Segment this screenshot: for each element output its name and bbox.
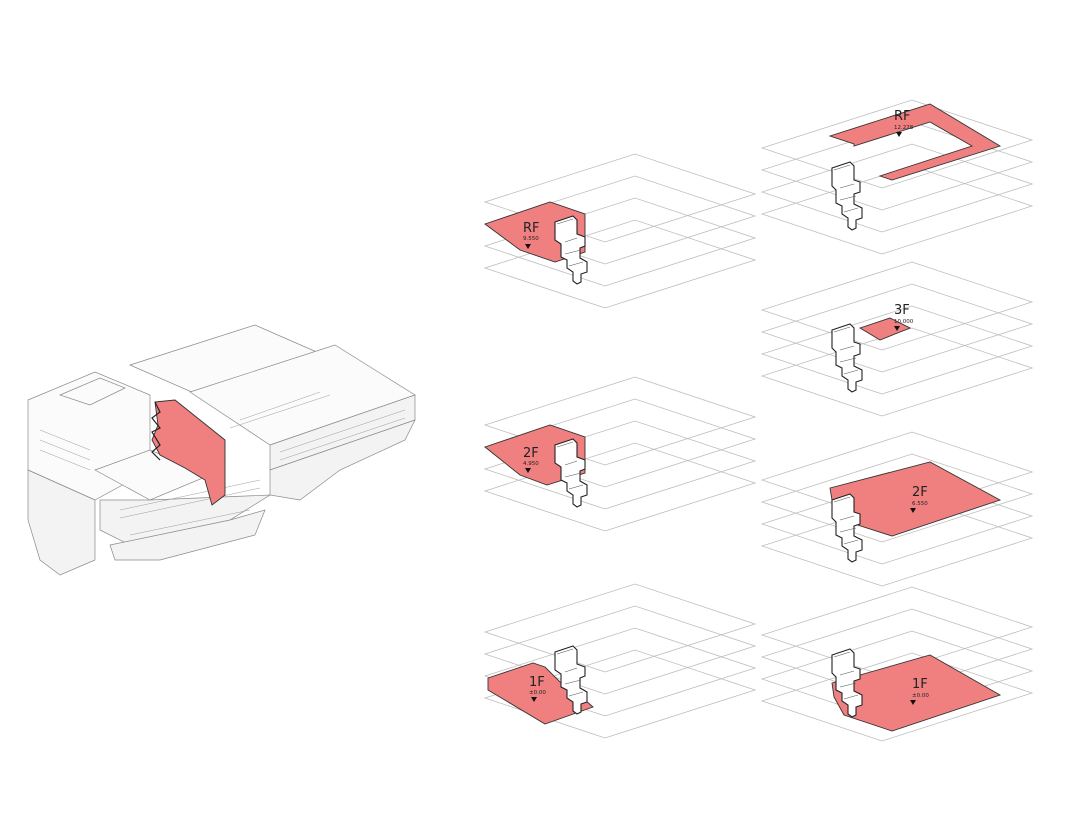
- floor-elevation-label: 12.228: [894, 125, 914, 131]
- panel-b-2f: 2F 6.550: [761, 431, 1033, 587]
- elevation-marker-icon: [531, 697, 537, 702]
- floor-elevation-label: 10.000: [894, 319, 914, 325]
- floor-level-label: 3F: [894, 303, 910, 318]
- vertical-core: [831, 323, 863, 393]
- floor-level-label: 1F: [529, 675, 545, 690]
- building-axonometric: [27, 324, 416, 576]
- highlighted-floor-plate: [858, 317, 912, 341]
- highlighted-floor-plate: [484, 201, 586, 263]
- floor-level-label: RF: [894, 109, 911, 124]
- building-left-roof-court: [59, 377, 126, 406]
- floor-level-label: RF: [523, 221, 540, 236]
- floor-elevation-label: ±0.00: [912, 693, 929, 699]
- elevation-marker-icon: [896, 132, 902, 137]
- section-cut-edge: [151, 401, 161, 461]
- elevation-marker-icon: [525, 468, 531, 473]
- panel-a-2f: 2F 4.950: [484, 376, 756, 532]
- vertical-core: [831, 161, 863, 231]
- floor-elevation-label: 4.950: [523, 461, 539, 467]
- floor-level-label: 2F: [912, 485, 928, 500]
- highlighted-floor-plate: [484, 424, 586, 486]
- floor-elevation-label: ±0.00: [529, 690, 546, 696]
- floor-elevation-label: 9.550: [523, 236, 539, 242]
- highlighted-floor-plate: [828, 103, 1002, 181]
- panel-b-1f: 1F ±0.00: [761, 586, 1033, 742]
- panel-b-3f: 3F 10.000: [761, 261, 1033, 417]
- floor-elevation-label: 6.550: [912, 501, 928, 507]
- panel-a-rf: RF 9.550: [484, 153, 756, 309]
- elevation-marker-icon: [525, 244, 531, 249]
- building-left-base: [27, 469, 96, 576]
- elevation-marker-icon: [910, 508, 916, 513]
- panel-a-1f: 1F ±0.00: [484, 583, 756, 739]
- floor-level-label: 2F: [523, 446, 539, 461]
- floor-plate-outlines: [761, 261, 1033, 417]
- floor-level-label: 1F: [912, 677, 928, 692]
- elevation-marker-icon: [910, 700, 916, 705]
- building-podium: [109, 509, 266, 561]
- panel-b-rf: RF 12.228: [761, 99, 1033, 255]
- building-window-hatching: [39, 391, 406, 536]
- highlighted-floor-plate: [831, 654, 1002, 732]
- floor-plate-outlines: [484, 583, 756, 739]
- elevation-marker-icon: [894, 326, 900, 331]
